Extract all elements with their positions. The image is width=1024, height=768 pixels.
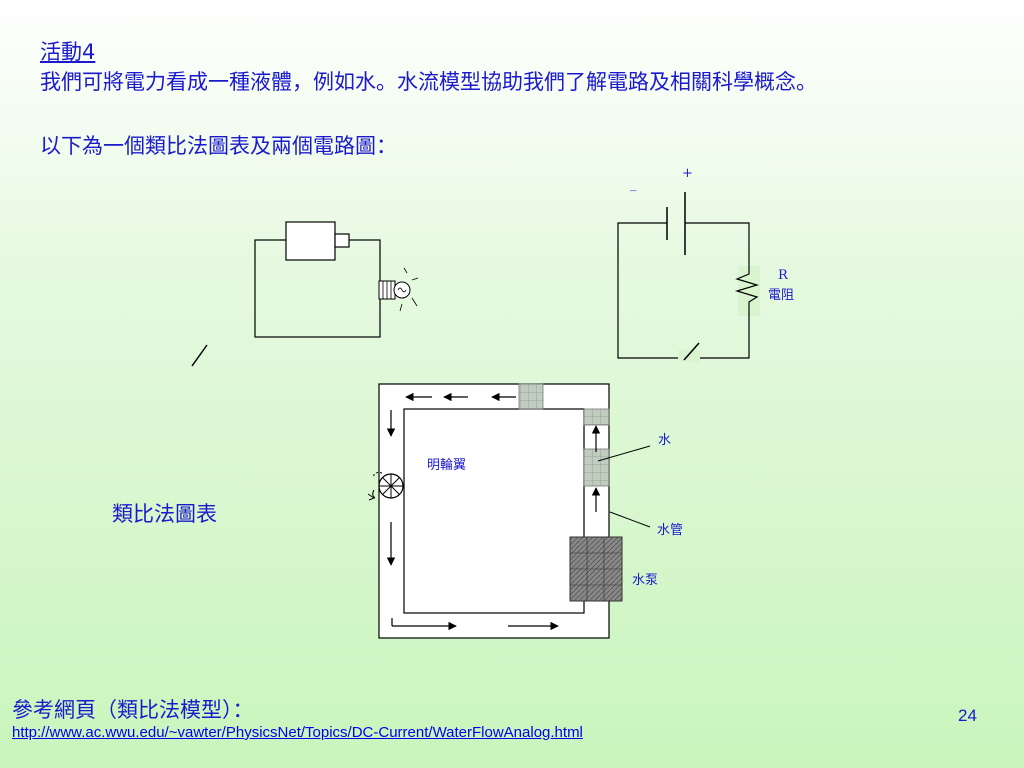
- schematic-wire: [617, 222, 750, 359]
- pipe-leader-line: [609, 511, 651, 528]
- activity-title: 活動4: [40, 40, 96, 64]
- inner-pipe-wall: [403, 408, 585, 614]
- pipe-label: 水管: [657, 523, 683, 538]
- resistor-symbol: [734, 266, 760, 316]
- resistor-label: 電阻: [768, 288, 794, 303]
- open-switch-left: [191, 344, 208, 367]
- water-label: 水: [658, 433, 671, 448]
- water-leader-line: [597, 445, 651, 462]
- water-block-right-2: [583, 448, 610, 487]
- open-switch-right: [683, 342, 700, 361]
- plus-sign: +: [682, 166, 693, 181]
- schematic-circuit: + _ R 電阻: [617, 166, 794, 362]
- water-flow-model: 明輪翼 水 水管 水泵: [367, 383, 683, 639]
- paddle-wheel-icon: [367, 472, 404, 501]
- battery-body: [285, 221, 336, 261]
- pictorial-circuit: [191, 221, 419, 367]
- reference-label: 參考網頁（類比法模型）：: [12, 698, 254, 722]
- reference-link[interactable]: http://www.ac.wwu.edu/~vawter/PhysicsNet…: [12, 724, 583, 741]
- paddle-wheel-label: 明輪翼: [427, 457, 466, 473]
- pump-label: 水泵: [632, 573, 658, 588]
- intro-text: 我們可將電力看成一種液體，例如水。水流模型協助我們了解電路及相關科學概念。: [40, 70, 817, 94]
- analogy-chart-label: 類比法圖表: [112, 502, 217, 526]
- battery-terminal: [334, 233, 350, 248]
- water-block-right-1: [583, 408, 610, 426]
- resistor-r-label: R: [778, 268, 789, 283]
- water-block-top: [518, 383, 544, 410]
- subtitle-text: 以下為一個類比法圖表及兩個電路圖：: [40, 134, 397, 158]
- light-bulb-icon: [378, 267, 419, 312]
- page-number: 24: [958, 706, 977, 725]
- minus-sign: _: [630, 177, 637, 192]
